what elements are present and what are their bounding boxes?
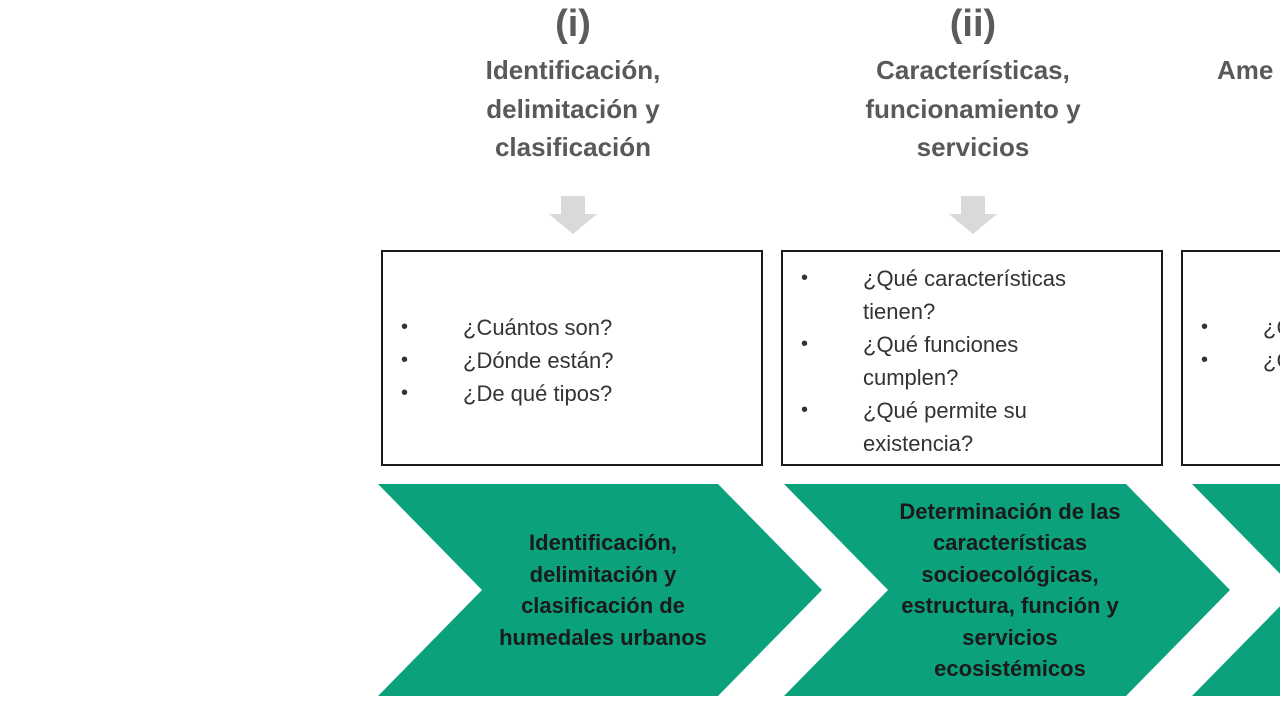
stage-label: Determinación de las características soc… — [892, 484, 1128, 696]
down-arrow-icon — [549, 196, 597, 234]
bullet: • — [801, 267, 809, 289]
question-text: ¿Qué características tienen? — [863, 266, 1066, 324]
question-text: ¿C lo — [1263, 315, 1280, 340]
stage-label: Identificación, delimitación y clasifica… — [488, 484, 718, 696]
questions-box: • ¿Cuántos son? • ¿Dónde están? • ¿De qué t… — [381, 250, 763, 466]
questions-box: • ¿Qué características tienen? • ¿Qué func… — [781, 250, 1163, 466]
questions-box: • ¿C lo • ¿C — [1181, 250, 1280, 466]
chevron-stage-1 — [378, 484, 822, 696]
question-item: • ¿Qué funciones cumplen? — [783, 328, 1103, 394]
process-chevrons — [378, 484, 1280, 696]
down-arrow-icon — [949, 196, 997, 234]
question-item: • ¿Dónde están? — [383, 344, 761, 377]
question-item: • ¿C — [1183, 344, 1280, 377]
question-text: ¿De qué tipos? — [463, 381, 613, 406]
questions-list: • ¿C lo • ¿C — [1183, 311, 1280, 377]
bullet: • — [801, 333, 809, 355]
chevron-stage-2 — [784, 484, 1230, 696]
questions-list: • ¿Qué características tienen? • ¿Qué func… — [783, 262, 1161, 460]
stage-label-text: Determinación de las características soc… — [899, 498, 1121, 682]
question-item: • ¿C lo — [1183, 311, 1280, 344]
bullet: • — [401, 316, 409, 338]
step-numeral: (ii) — [949, 3, 997, 45]
question-text: ¿Cuántos son? — [463, 315, 613, 340]
step-heading: Identificación, delimitación y clasifica… — [485, 55, 661, 162]
step-heading: Ame — [1217, 55, 1274, 85]
bullet: • — [801, 399, 809, 421]
stage-label-text: Identificación, delimitación y clasifica… — [499, 530, 707, 650]
question-item: • ¿Cuántos son? — [383, 311, 761, 344]
bullet: • — [401, 382, 409, 404]
chevron-stage-3 — [1192, 484, 1280, 696]
questions-list: • ¿Cuántos son? • ¿Dónde están? • ¿De qué t… — [383, 311, 761, 410]
bullet: • — [1201, 316, 1209, 338]
bullet: • — [1201, 349, 1209, 371]
question-item: • ¿De qué tipos? — [383, 377, 761, 410]
question-text: ¿Dónde están? — [463, 348, 614, 373]
question-text: ¿C — [1263, 348, 1280, 373]
step-numeral: (i) — [555, 3, 591, 45]
bullet: • — [401, 349, 409, 371]
question-item: • ¿Qué permite su existencia? — [783, 394, 1103, 460]
question-text: ¿Qué funciones cumplen? — [863, 332, 1019, 390]
question-text: ¿Qué permite su existencia? — [863, 398, 1027, 456]
question-item: • ¿Qué características tienen? — [783, 262, 1103, 328]
step-heading: Características, funcionamiento y servic… — [865, 55, 1081, 162]
